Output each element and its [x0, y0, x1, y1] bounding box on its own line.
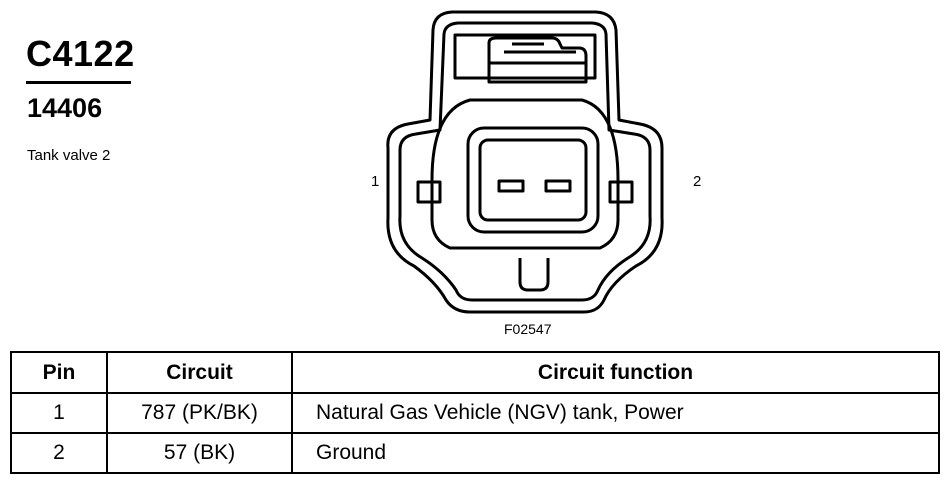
connector-housing-outer	[386, 10, 664, 314]
title-underline	[26, 81, 131, 84]
part-number: 14406	[27, 93, 103, 123]
figure-id: F02547	[504, 321, 552, 337]
table-row: 2 57 (BK) Ground	[10, 432, 940, 474]
cell-circuit: 787 (PK/BK)	[106, 392, 293, 434]
pinout-table: Pin Circuit Circuit function 1 787 (PK/B…	[10, 351, 940, 474]
pin-2-terminal	[544, 179, 572, 193]
connector-body-lower	[416, 180, 634, 204]
cell-circuit: 57 (BK)	[106, 432, 293, 474]
connector-housing-inner	[398, 21, 652, 302]
connector-id: C4122	[26, 33, 135, 74]
locking-latch	[453, 33, 597, 80]
table-header-row: Pin Circuit Circuit function	[10, 351, 940, 394]
latch-tab	[487, 36, 588, 84]
terminal-cavity-frame	[466, 126, 600, 234]
header-circuit: Circuit	[106, 351, 293, 394]
latch-detail	[504, 42, 576, 54]
connector-description: Tank valve 2	[27, 147, 111, 164]
connector-body	[430, 98, 620, 250]
cell-circuit-function: Natural Gas Vehicle (NGV) tank, Power	[291, 392, 940, 434]
cell-pin: 1	[10, 392, 108, 434]
header-pin: Pin	[10, 351, 108, 394]
cell-pin: 2	[10, 432, 108, 474]
key-notch	[518, 258, 550, 292]
header-circuit-function: Circuit function	[291, 351, 940, 394]
cell-circuit-function: Ground	[291, 432, 940, 474]
pin-2-label: 2	[693, 173, 702, 190]
table-row: 1 787 (PK/BK) Natural Gas Vehicle (NGV) …	[10, 392, 940, 434]
pin-1-terminal	[497, 179, 525, 193]
terminal-cavity	[478, 138, 588, 222]
pin-1-label: 1	[371, 173, 380, 190]
